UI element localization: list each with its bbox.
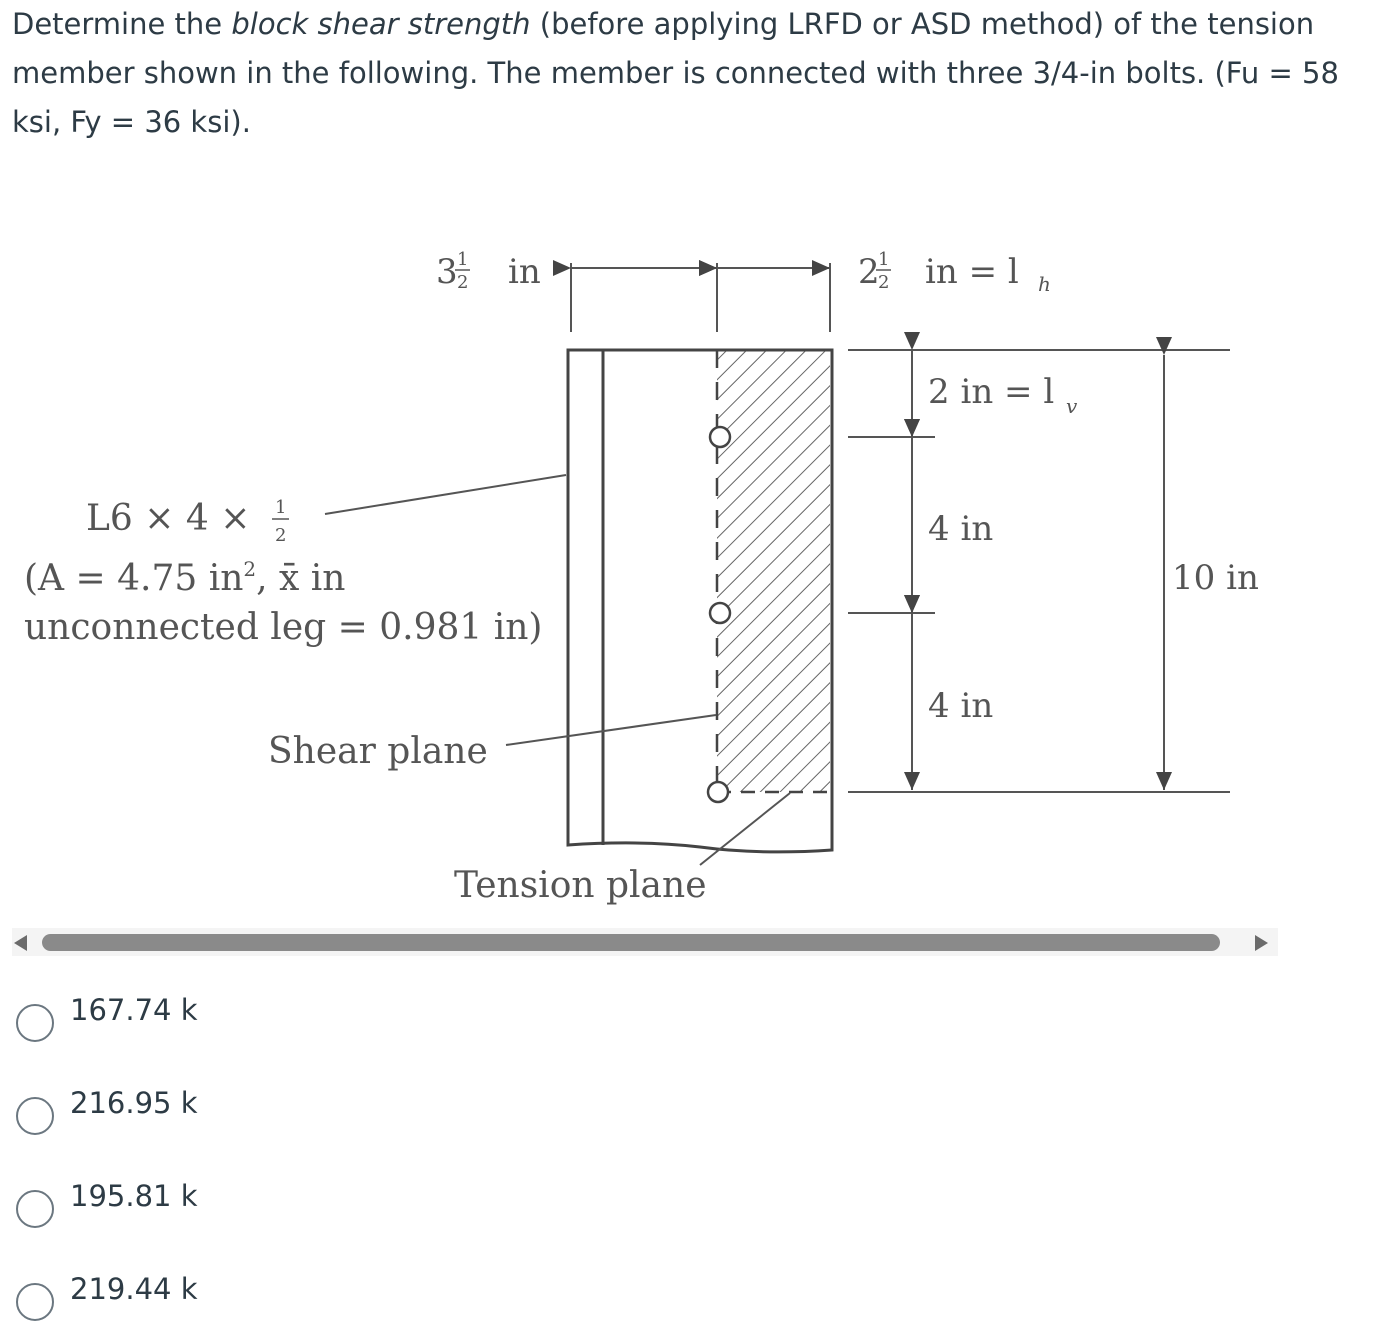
answer-label: 195.81 k <box>70 1179 198 1213</box>
answer-label: 167.74 k <box>70 993 198 1027</box>
area-superscript: 2 <box>243 557 256 581</box>
answer-option-2[interactable]: 216.95 k <box>16 1083 416 1143</box>
answer-label: 219.44 k <box>70 1272 198 1306</box>
area-label-a: (A = 4.75 in <box>24 558 243 599</box>
shear-plane-label: Shear plane <box>268 731 488 772</box>
tension-member-figure: 3 1 2 in 2 1 2 in = l h <box>0 225 1300 915</box>
angle-member <box>566 348 834 854</box>
figure-svg: 3 1 2 in 2 1 2 in = l h <box>24 249 1259 906</box>
top-dimension-line <box>553 260 831 332</box>
dim-left-denominator: 2 <box>457 272 468 293</box>
dim-right-numerator: 1 <box>878 249 889 270</box>
question-text: Determine the block shear strength (befo… <box>12 0 1342 147</box>
answer-option-3[interactable]: 195.81 k <box>16 1176 416 1236</box>
bolt-1 <box>708 425 732 449</box>
radio-button[interactable] <box>16 1004 54 1042</box>
dim-mid-2-label: 4 in <box>928 686 993 726</box>
dim-left-numerator: 1 <box>457 249 468 270</box>
dim-left-unit: in <box>508 252 541 292</box>
dim-right-unit: in = l <box>925 252 1019 292</box>
area-label: (A = 4.75 in2, x̄ in <box>24 557 345 599</box>
dim-left-whole: 3 <box>436 252 458 292</box>
right-dimension-lines <box>848 332 1230 793</box>
dim-top-subscript: v <box>1066 394 1078 418</box>
scrollbar-thumb[interactable] <box>42 934 1220 951</box>
tension-plane-label: Tension plane <box>454 865 707 906</box>
dim-mid-1-label: 4 in <box>928 509 993 549</box>
question-part-1: Determine the <box>12 7 232 41</box>
bolt-2 <box>708 601 732 625</box>
bolt-holes <box>706 425 732 804</box>
dim-right-subscript: h <box>1038 272 1051 296</box>
question-emphasis: block shear strength <box>231 7 531 41</box>
answer-label: 216.95 k <box>70 1086 198 1120</box>
dim-top-label: 2 in = l <box>928 372 1054 412</box>
angle-numerator: 1 <box>275 497 286 518</box>
block-shear-area <box>717 350 830 792</box>
unconnected-leg-label: unconnected leg = 0.981 in) <box>24 607 542 648</box>
horizontal-scrollbar[interactable] <box>12 928 1278 956</box>
radio-button[interactable] <box>16 1190 54 1228</box>
radio-button[interactable] <box>16 1283 54 1321</box>
scroll-left-arrow-icon[interactable] <box>14 935 27 951</box>
answer-option-4[interactable]: 219.44 k <box>16 1269 416 1329</box>
angle-label: L6 × 4 × <box>86 498 250 539</box>
question-part-2: (before applying LRFD or ASD method) of … <box>12 7 1339 139</box>
dim-right-denominator: 2 <box>878 272 889 293</box>
area-label-b: , x̄ in <box>256 558 345 599</box>
scroll-right-arrow-icon[interactable] <box>1255 935 1268 951</box>
answer-option-1[interactable]: 167.74 k <box>16 990 416 1050</box>
dim-total-label: 10 in <box>1172 558 1259 598</box>
dim-right-whole: 2 <box>858 252 880 292</box>
radio-button[interactable] <box>16 1097 54 1135</box>
bolt-3 <box>706 780 730 804</box>
angle-denominator: 2 <box>275 525 286 546</box>
